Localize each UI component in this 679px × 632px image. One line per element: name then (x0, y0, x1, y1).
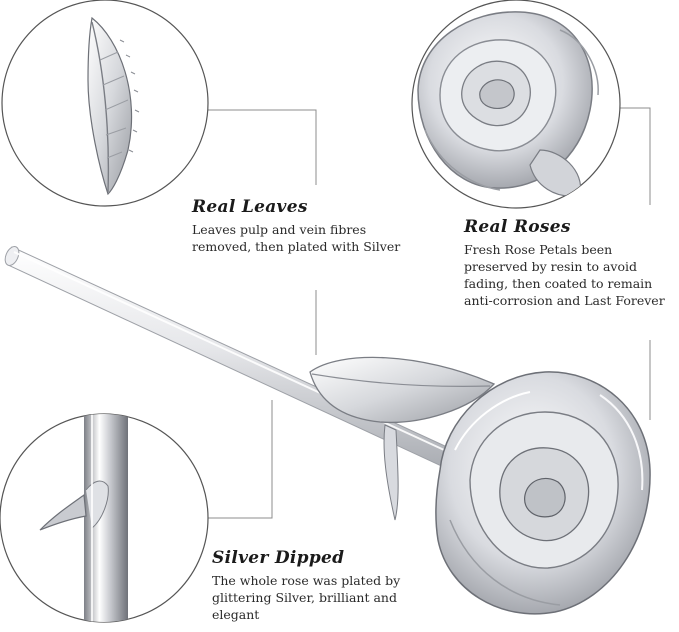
callout-title-real-roses: Real Roses (464, 217, 571, 237)
callout-real-leaves: Real Leaves Leaves pulp and vein fibres … (192, 197, 402, 255)
stem-leaf (309, 356, 496, 521)
callout-text-silver-dipped: The whole rose was plated by glittering … (212, 573, 401, 622)
connector-lines (208, 107, 651, 519)
callout-title-real-leaves: Real Leaves (192, 197, 308, 217)
callout-silver-dipped: Silver Dipped The whole rose was plated … (212, 548, 437, 623)
callout-text-real-roses: Fresh Rose Petals been preserved by resi… (464, 242, 665, 308)
callout-real-roses: Real Roses Fresh Rose Petals been preser… (464, 217, 670, 309)
callout-title-silver-dipped: Silver Dipped (212, 548, 345, 568)
rose-head (435, 371, 651, 615)
thorn-closeup-circle (0, 413, 209, 623)
leaf-closeup-circle (1, 0, 209, 207)
callout-text-real-leaves: Leaves pulp and vein fibres removed, the… (192, 222, 401, 254)
rose-closeup-circle (411, 0, 621, 209)
